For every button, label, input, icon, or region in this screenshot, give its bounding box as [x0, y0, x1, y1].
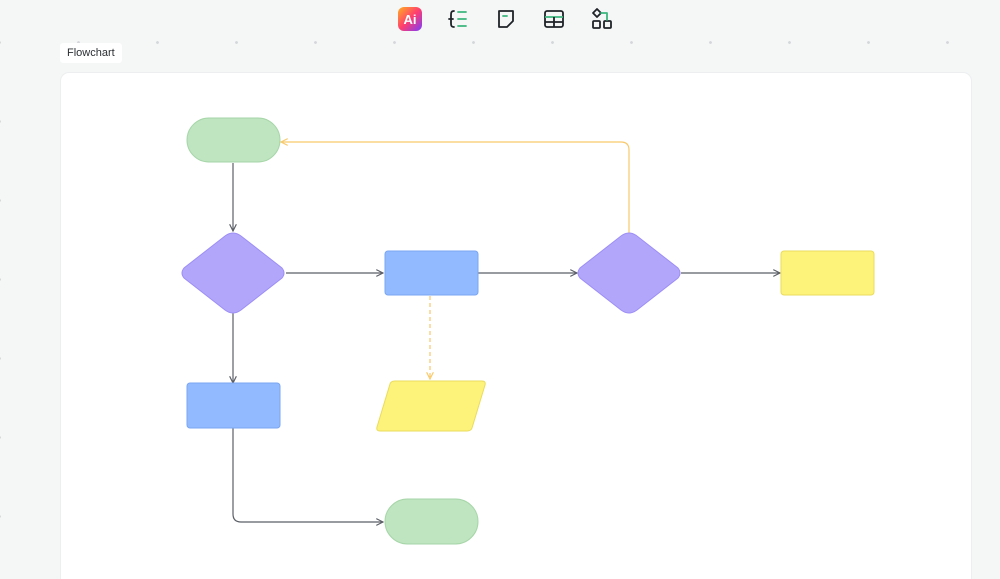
sticky-note-button[interactable] [492, 4, 520, 34]
ai-assistant-button[interactable]: Ai [396, 4, 424, 34]
flowchart-canvas [181, 117, 875, 545]
process-box-lower[interactable] [186, 382, 281, 429]
connector-loop-back[interactable] [281, 142, 630, 233]
top-toolbar: Ai [396, 4, 636, 34]
decision-diamond-right[interactable] [577, 232, 681, 314]
shapes-button[interactable] [588, 4, 616, 34]
process-box-middle[interactable] [384, 250, 479, 296]
sticky-note-icon [498, 10, 514, 28]
data-parallelogram[interactable] [376, 380, 486, 432]
connector-lower-process-to-end[interactable] [232, 428, 383, 522]
output-box-right[interactable] [780, 250, 875, 296]
shapes-icon [592, 8, 612, 29]
flowchart-tab[interactable]: Flowchart [60, 43, 122, 63]
flowchart-board [61, 73, 971, 579]
end-terminator[interactable] [384, 498, 479, 545]
table-icon [544, 10, 564, 28]
mind-map-button[interactable] [444, 4, 472, 34]
ai-assistant-label: Ai [404, 12, 417, 27]
ai-assistant-icon: Ai [398, 7, 422, 31]
mind-map-icon [448, 10, 467, 28]
table-button[interactable] [540, 4, 568, 34]
decision-diamond-left[interactable] [181, 232, 285, 314]
start-terminator[interactable] [186, 117, 281, 163]
